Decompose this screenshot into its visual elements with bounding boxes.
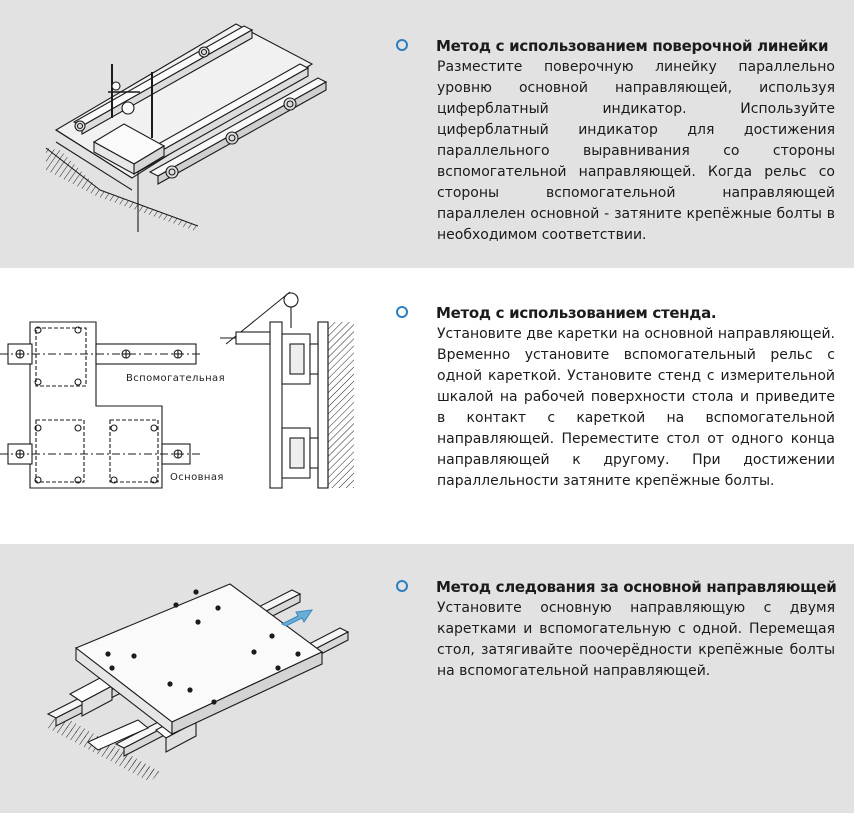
- stand-illustration: Вспомогательная Основная: [0, 291, 354, 489]
- straightedge-method-body: Разместите поверочную линейку параллельн…: [437, 58, 835, 243]
- section-straightedge-method: Метод с использованием поверочной линейк…: [0, 0, 854, 268]
- section-follow-main-rail-method: Метод следования за основной направляюще…: [0, 544, 854, 813]
- direction-arrow-icon: [280, 609, 314, 627]
- main-rail-label: Основная: [170, 472, 224, 483]
- auxiliary-rail-label: Вспомогательная: [126, 373, 225, 384]
- section-stand-method: Вспомогательная Основная Метод с использ…: [0, 268, 854, 544]
- follow-main-rail-method-body: Установите основную направляющую с двумя…: [437, 599, 835, 679]
- bullet-icon: [396, 39, 408, 51]
- bullet-icon: [396, 306, 408, 318]
- stand-method-heading: Метод с использованием стенда.: [436, 304, 717, 322]
- follow-main-rail-illustration: [46, 583, 350, 782]
- straightedge-method-heading: Метод с использованием поверочной линейк…: [436, 37, 829, 55]
- stand-method-body: Установите две каретки на основной напра…: [437, 325, 835, 489]
- bullet-icon: [396, 580, 408, 592]
- straightedge-illustration: [45, 23, 328, 232]
- follow-main-rail-method-heading: Метод следования за основной направляюще…: [436, 578, 837, 596]
